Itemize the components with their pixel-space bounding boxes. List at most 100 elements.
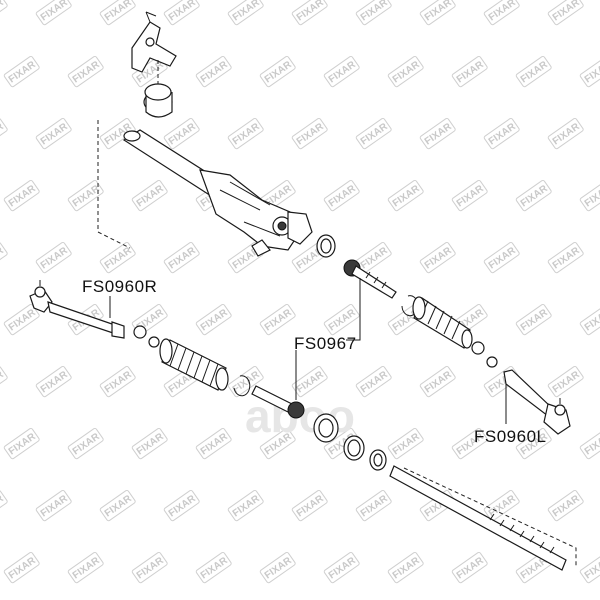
watermark-badge: FIXAR: [579, 303, 600, 336]
mounting-bracket: [131, 11, 177, 73]
watermark-badge: FIXAR: [163, 117, 200, 150]
watermark-badge: FIXAR: [355, 117, 392, 150]
lock-nut-left: [133, 325, 160, 348]
watermark-text: FIXAR: [295, 0, 327, 24]
watermark-badge: FIXAR: [227, 0, 264, 26]
watermark-badge: FIXAR: [419, 241, 456, 274]
rack-bar: [389, 465, 567, 571]
tie-rod-end-right-part: [29, 280, 125, 339]
watermark-badge: FIXAR: [35, 117, 72, 150]
callout-fs0960l: FS0960L: [474, 427, 547, 446]
watermark-badge: FIXAR: [579, 55, 600, 88]
lock-nut-right: [471, 341, 498, 368]
watermark-badge: FIXAR: [547, 117, 584, 150]
watermark-badge: FIXAR: [259, 303, 296, 336]
watermark-badge: FIXAR: [483, 489, 520, 522]
watermark-badge: FIXAR: [419, 365, 456, 398]
watermark-badge: FIXAR: [323, 551, 360, 584]
watermark-badge: FIXAR: [515, 303, 552, 336]
seal-ring-lower: [313, 413, 387, 471]
watermark-badge: FIXAR: [35, 365, 72, 398]
watermark-badge: FIXAR: [323, 55, 360, 88]
watermark-badge: FIXAR: [291, 489, 328, 522]
inner-tie-rod-upper: [343, 259, 397, 299]
watermark-badge: FIXAR: [131, 427, 168, 460]
watermark-badge: FIXAR: [131, 551, 168, 584]
watermark-badge: FIXAR: [3, 427, 40, 460]
watermark-badge: FIXAR: [99, 365, 136, 398]
steering-boot-left: [159, 338, 229, 391]
watermark-badge: FIXAR: [67, 55, 104, 88]
watermark-badge: FIXAR: [547, 489, 584, 522]
rack-housing: [122, 129, 313, 257]
watermark-badge: FIXAR: [483, 117, 520, 150]
watermark-badge: FIXAR: [35, 241, 72, 274]
watermark-badge: FIXAR: [419, 117, 456, 150]
watermark-badge: FIXAR: [195, 303, 232, 336]
watermark-badge: FIXAR: [451, 55, 488, 88]
watermark-badge: FIXAR: [515, 55, 552, 88]
watermark-badge: FIXAR: [0, 117, 8, 150]
watermark-text: FIXAR: [423, 0, 455, 24]
watermark-badge: FIXAR: [579, 179, 600, 212]
watermark-text: FIXAR: [0, 0, 6, 24]
watermark-badge: FIXAR: [323, 303, 360, 336]
watermark-badge: FIXAR: [291, 0, 328, 26]
watermark-badge: FIXAR: [195, 427, 232, 460]
watermark-badge: FIXAR: [387, 427, 424, 460]
watermark-text: FIXAR: [231, 0, 263, 24]
watermark-badge: FIXAR: [483, 0, 520, 26]
watermark-badge: FIXAR: [291, 117, 328, 150]
watermark-badge: FIXAR: [99, 489, 136, 522]
watermark-badge: FIXAR: [387, 55, 424, 88]
watermark-badge: FIXAR: [259, 551, 296, 584]
watermark-badge: FIXAR: [195, 551, 232, 584]
watermark-badge: FIXAR: [355, 0, 392, 26]
watermark-text: FIXAR: [39, 0, 71, 24]
rack-bushing: [143, 83, 173, 118]
watermark-badge: FIXAR: [547, 241, 584, 274]
watermark-badge: FIXAR: [323, 179, 360, 212]
watermark-badge: FIXAR: [419, 0, 456, 26]
watermark-badge: FIXAR: [515, 179, 552, 212]
watermark-badge: FIXAR: [3, 551, 40, 584]
watermark-text: FIXAR: [0, 369, 6, 396]
watermark-text: FIXAR: [167, 0, 199, 24]
watermark-badge: FIXAR: [3, 179, 40, 212]
watermark-badge: FIXAR: [451, 179, 488, 212]
callout-fs0967: FS0967: [294, 334, 357, 353]
watermark-text: FIXAR: [103, 0, 135, 24]
watermark-badge: FIXAR: [163, 489, 200, 522]
watermark-badge: FIXAR: [163, 0, 200, 26]
watermark-badge: FIXAR: [99, 0, 136, 26]
watermark-badge: FIXAR: [35, 0, 72, 26]
watermark-badge: FIXAR: [0, 365, 8, 398]
watermark-badge: FIXAR: [547, 365, 584, 398]
watermark-badge: FIXAR: [195, 55, 232, 88]
watermark-badge: FIXAR: [547, 0, 584, 26]
watermark-text: FIXAR: [0, 493, 6, 520]
inner-tie-rod-lower: [251, 385, 305, 419]
watermark-text: FIXAR: [551, 0, 583, 24]
watermark-badge: FIXAR: [579, 551, 600, 584]
watermark-badge: FIXAR: [67, 551, 104, 584]
watermark-badge: FIXAR: [387, 179, 424, 212]
seal-ring-upper: [316, 234, 336, 258]
watermark-badge: FIXAR: [67, 427, 104, 460]
tie-rod-end-left-part: [503, 369, 571, 435]
guide-line-rack: [403, 467, 577, 568]
watermark-badge: FIXAR: [227, 489, 264, 522]
watermark-text: FIXAR: [0, 245, 6, 272]
callout-fs0960r: FS0960R: [82, 277, 157, 296]
watermark-badge: FIXAR: [355, 489, 392, 522]
leader-fs0967-top: [346, 278, 361, 341]
watermark-badge: FIXAR: [579, 427, 600, 460]
watermark-text: FIXAR: [359, 0, 391, 24]
watermark-badge: FIXAR: [35, 489, 72, 522]
watermark-badge: FIXAR: [0, 241, 8, 274]
watermark-badge: FIXAR: [259, 55, 296, 88]
guide-line-upper-left: [97, 120, 131, 249]
watermark-badge: FIXAR: [0, 489, 8, 522]
